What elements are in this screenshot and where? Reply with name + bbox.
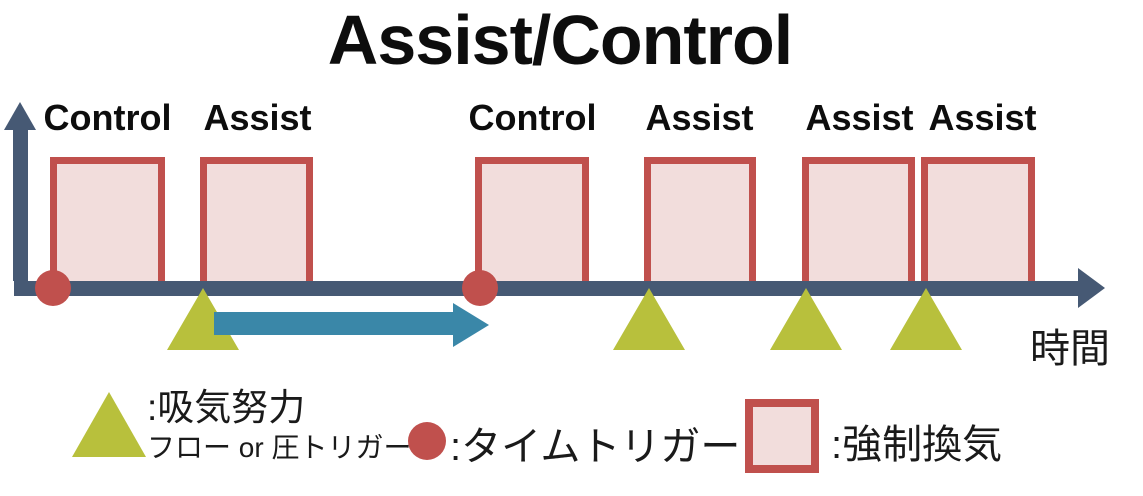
legend-time-trigger-dot-icon xyxy=(408,422,446,460)
legend-time-trigger-label: :タイムトリガー xyxy=(450,425,741,469)
legend-effort-sublabel: フロー or 圧トリガー xyxy=(147,432,412,463)
time-axis-arrowhead-icon xyxy=(1078,268,1105,308)
breath-label-4: Assist xyxy=(645,97,754,138)
breath-label-1: Control xyxy=(43,97,172,138)
breath-rect-6 xyxy=(921,157,1035,281)
effort-triangle-icon-4 xyxy=(890,288,962,350)
legend-mandatory-breath-icon xyxy=(745,399,819,473)
legend-effort-item: :吸気努力 フロー or 圧トリガー xyxy=(147,387,411,464)
breath-label-2: Assist xyxy=(203,97,312,138)
diagram-title: Assist/Control xyxy=(327,1,793,79)
interval-arrowhead-icon xyxy=(453,303,489,347)
breath-label-5: Assist xyxy=(805,97,914,138)
effort-triangle-icon-2 xyxy=(613,288,685,350)
breath-label-6: Assist xyxy=(928,97,1037,138)
interval-arrow-line xyxy=(214,312,454,335)
time-trigger-dot-2 xyxy=(462,270,498,306)
time-axis-label: 時間 xyxy=(1030,327,1110,371)
legend-effort-label: :吸気努力 xyxy=(147,387,306,428)
breath-label-3: Control xyxy=(468,97,597,138)
y-axis-line xyxy=(13,129,28,281)
breath-rect-4 xyxy=(644,157,756,281)
effort-triangle-icon-3 xyxy=(770,288,842,350)
time-trigger-dot-1 xyxy=(35,270,71,306)
y-axis-arrowhead-icon xyxy=(4,102,36,130)
breath-rect-3 xyxy=(475,157,589,281)
legend-effort-triangle-icon xyxy=(72,392,146,457)
breath-rect-5 xyxy=(802,157,915,281)
legend-mandatory-breath-label: :強制換気 xyxy=(831,423,1003,467)
breath-rect-1 xyxy=(50,157,165,281)
breath-rect-2 xyxy=(200,157,313,281)
